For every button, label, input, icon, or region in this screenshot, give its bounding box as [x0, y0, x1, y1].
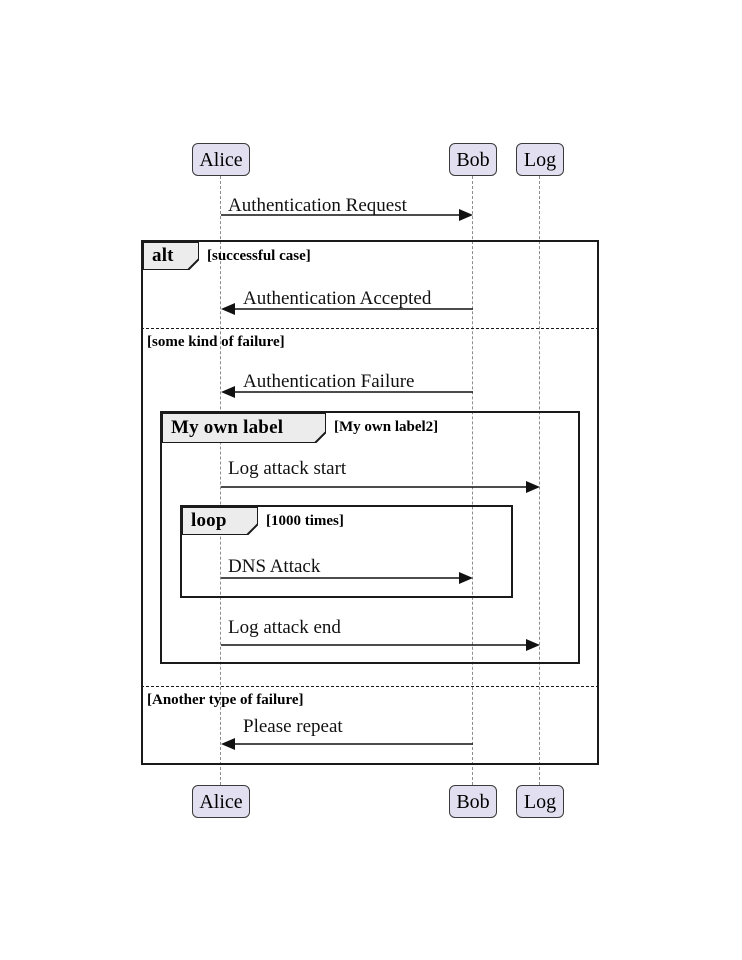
message-label-m5: DNS Attack — [228, 556, 321, 577]
arrow-head-m1 — [221, 209, 473, 221]
participant-label: Log — [523, 790, 557, 813]
fragment-tab-shape-my-own-label — [162, 413, 326, 443]
arrow-head-m5 — [221, 572, 473, 584]
fragment-operator-label: My own label — [171, 417, 284, 438]
participant-label: Bob — [456, 148, 490, 171]
message-label-m1: Authentication Request — [228, 195, 407, 216]
participant-label: Alice — [199, 148, 243, 171]
participant-foot-bob[interactable]: Bob — [449, 785, 497, 818]
message-arrow-m2 — [221, 300, 473, 318]
message-label-m2: Authentication Accepted — [243, 288, 432, 309]
participant-foot-log[interactable]: Log — [516, 785, 564, 818]
message-arrow-m7 — [221, 735, 473, 753]
fragment-condition-my-own-label-0: [My own label2] — [334, 419, 439, 435]
participant-label: Alice — [199, 790, 243, 813]
lifeline-bob — [472, 176, 473, 785]
arrow-head-m3 — [221, 386, 473, 398]
participant-label: Log — [523, 148, 557, 171]
fragment-condition-loop-0: [1000 times] — [266, 513, 344, 529]
participant-head-bob[interactable]: Bob — [449, 143, 497, 176]
fragment-tab-shape-alt — [143, 242, 199, 270]
fragment-alt — [141, 240, 599, 765]
arrow-head-m7 — [221, 738, 473, 750]
message-arrow-m5 — [221, 569, 473, 587]
fragment-my-own-label — [160, 411, 580, 664]
fragment-divider-alt-1 — [141, 686, 599, 687]
fragment-operator-label: loop — [191, 510, 227, 531]
participant-label: Bob — [456, 790, 490, 813]
fragment-condition-alt-2: [Another type of failure] — [147, 692, 304, 708]
fragment-tab-alt: alt — [143, 242, 199, 270]
message-label-m4: Log attack start — [228, 458, 347, 479]
fragment-operator-label: alt — [152, 245, 174, 266]
lifeline-log — [539, 176, 540, 785]
fragment-divider-alt-0 — [141, 328, 599, 329]
message-arrow-m4 — [221, 478, 540, 496]
fragment-tab-loop: loop — [182, 507, 258, 535]
participant-foot-alice[interactable]: Alice — [192, 785, 250, 818]
fragment-condition-alt-1: [some kind of failure] — [147, 334, 285, 350]
lifeline-alice — [220, 176, 221, 785]
arrow-head-m2 — [221, 303, 473, 315]
message-label-m7: Please repeat — [243, 716, 343, 737]
participant-head-alice[interactable]: Alice — [192, 143, 250, 176]
message-label-m3: Authentication Failure — [243, 371, 415, 392]
participant-head-log[interactable]: Log — [516, 143, 564, 176]
message-arrow-m3 — [221, 383, 473, 401]
message-label-m6: Log attack end — [228, 617, 341, 638]
message-arrow-m6 — [221, 636, 540, 654]
message-arrow-m1 — [221, 206, 473, 224]
arrow-head-m6 — [221, 639, 540, 651]
fragment-tab-shape-loop — [182, 507, 258, 535]
fragment-condition-alt-0: [successful case] — [207, 248, 311, 264]
arrow-head-m4 — [221, 481, 540, 493]
fragment-loop — [180, 505, 513, 598]
fragment-tab-my-own-label: My own label — [162, 413, 326, 443]
